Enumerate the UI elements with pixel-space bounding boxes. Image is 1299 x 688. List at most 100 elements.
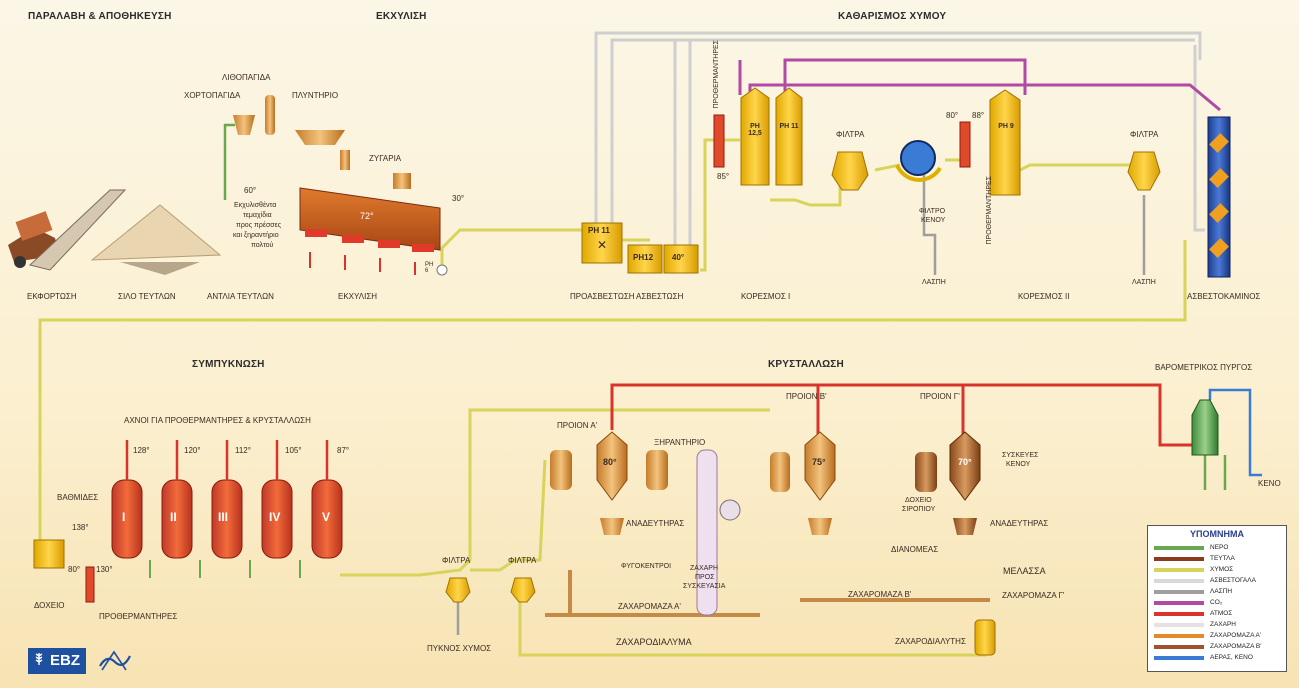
label-unloading: ΕΚΦΟΡΤΩΣΗ: [27, 292, 77, 301]
legend-item: CO₂: [1154, 598, 1222, 607]
legend-label: ΛΑΣΠΗ: [1210, 588, 1233, 595]
section-reception: ΠΑΡΑΛΑΒΗ & ΑΠΟΘΗΚΕΥΣΗ: [28, 11, 172, 22]
label-preheaters-3: ΠΡΟΘΕΡΜΑΝΤΗΡΕΣ: [99, 612, 178, 621]
sugar-dissolver: [974, 619, 996, 656]
label-pulp-note-1: Εκχυλισθέντα: [234, 202, 277, 209]
label-dryer: ΞΗΡΑΝΤΗΡΙΟ: [654, 438, 706, 447]
label-vacuum-filter-1: ΦΙΛΤΡΟ: [919, 208, 946, 215]
lime-pipes: [594, 31, 1205, 245]
label-t72: 72°: [360, 211, 374, 221]
preheater-2: [959, 121, 971, 168]
label-vacuum-filter-2: ΚΕΝΟΥ: [921, 217, 946, 224]
label-t80b: 80°: [68, 565, 81, 574]
label-mixer-2: ΑΝΑΔΕΥΤΗΡΑΣ: [990, 519, 1049, 528]
label-filters-2: ΦΙΛΤΡΑ: [1130, 130, 1159, 139]
legend-swatch: [1154, 633, 1204, 638]
co2-pipes: [738, 58, 1221, 112]
legend-swatch: [1154, 622, 1204, 627]
legend-swatch: [1154, 589, 1204, 594]
label-t30: 30°: [452, 194, 465, 203]
legend-item: ΖΑΧΑΡΗ: [1154, 620, 1236, 629]
wheat-icon: [35, 653, 43, 665]
label-ph12: PH12: [633, 253, 654, 262]
label-pulp-note-5: πολτού: [251, 242, 274, 249]
filter-4: [510, 577, 536, 603]
barometric-tower: [1191, 399, 1219, 456]
massecuite-pipes: [545, 570, 990, 617]
label-product-b: ΠΡΟΙΟΝ Β': [786, 392, 827, 401]
ebz-logo-text: EBZ: [50, 652, 80, 669]
label-barometric: ΒΑΡΟΜΕΤΡΙΚΟΣ ΠΥΡΓΟΣ: [1155, 363, 1253, 372]
weed-trap: [233, 115, 255, 135]
evaporator-bodies: [111, 479, 343, 559]
diffuser: [299, 187, 441, 251]
wave-emblem-icon: [99, 650, 131, 671]
vapor-up-arrows: [125, 440, 329, 480]
label-pulp-note-2: τεμαχίδια: [243, 212, 272, 219]
label-syrup-tank-2: ΣΙΡΟΠΙΟΥ: [902, 506, 936, 513]
scales: [393, 173, 411, 189]
legend-item: ΤΕΥΤΛΑ: [1154, 554, 1235, 563]
label-tank: ΔΟΧΕΙΟ: [34, 601, 65, 610]
label-beet-pump: ΑΝΤΛΙΑ ΤΕΥΤΛΩΝ: [207, 292, 274, 301]
legend-item: ΑΕΡΑΣ, ΚΕΝΟ: [1154, 653, 1253, 662]
pan-c: [915, 431, 981, 535]
label-t105: 105°: [285, 446, 302, 455]
extraction-heaters: [305, 229, 434, 252]
ebz-logo: EBZ: [28, 648, 86, 674]
washer: [295, 130, 350, 170]
legend-item: ΝΕΡΟ: [1154, 543, 1228, 552]
pan-b: [770, 431, 836, 535]
carbonation-tower-2: [989, 89, 1021, 196]
legend-label: ΝΕΡΟ: [1210, 544, 1229, 551]
legend-label: ΖΑΧΑΡΗ: [1210, 621, 1237, 628]
legend-label: CO₂: [1210, 599, 1223, 606]
label-ph11: PH 11: [588, 226, 610, 235]
label-centrifuges: ΦΥΓΟΚΕΝΤΡΟΙ: [621, 563, 672, 570]
legend-swatch: [1154, 655, 1204, 660]
section-crystallization: ΚΡΥΣΤΑΛΛΩΣΗ: [768, 359, 844, 370]
legend-label: ΑΤΜΟΣ: [1210, 610, 1233, 617]
section-evaporation: ΣΥΜΠΥΚΝΩΣΗ: [192, 359, 265, 370]
lime-kiln: [1207, 116, 1231, 278]
legend-label: ΖΑΧΑΡΟΜΑΖΑ Α': [1210, 632, 1262, 639]
label-dissolver: ΖΑΧΑΡΟΔΙΑΛΥΤΗΣ: [895, 637, 966, 646]
conveyor: [28, 189, 127, 271]
stage-numeral-4: IV: [269, 510, 281, 524]
section-purification: ΚΑΘΑΡΙΣΜΟΣ ΧΥΜΟΥ: [838, 11, 947, 22]
vacuum-filter: [895, 140, 942, 182]
filter-1: [831, 151, 869, 191]
label-beet-silo: ΣΙΛΟ ΤΕΥΤΛΩΝ: [118, 292, 176, 301]
legend-item: ΧΥΜΟΣ: [1154, 565, 1233, 574]
label-sugar-pack-1: ΖΑΧΑΡΗ: [690, 565, 719, 572]
label-sugar-pack-3: ΣΥΣΚΕΥΑΣΙΑ: [683, 583, 726, 590]
label-t87: 87°: [337, 446, 350, 455]
steam-up-arrows: [309, 252, 416, 275]
label-t75: 75°: [812, 457, 826, 467]
label-t70: 70°: [958, 457, 972, 467]
label-t112: 112°: [235, 446, 251, 455]
vacuum-pipes: [1208, 388, 1262, 477]
label-liming: ΑΣΒΕΣΤΩΣΗ: [636, 292, 684, 301]
stage-numeral-1: I: [122, 510, 126, 524]
label-extraction: ΕΚΧΥΛΙΣΗ: [338, 292, 378, 301]
legend-item: ΖΑΧΑΡΟΜΑΖΑ Β': [1154, 642, 1261, 651]
condensate-arrows: [149, 560, 301, 578]
label-prelim: ΠΡΟΑΣΒΕΣΤΩΣΗ: [570, 292, 635, 301]
juice-pipes: [38, 138, 1187, 657]
label-ph9: PH 9: [998, 123, 1014, 130]
preliming-tank: [581, 222, 623, 264]
label-massecuite-c: ΖΑΧΑΡΟΜΑΖΑ Γ': [1002, 591, 1065, 600]
pan-a: [550, 431, 668, 535]
label-distributor: ΔΙΑΝΟΜΕΑΣ: [891, 545, 939, 554]
label-filters-1: ΦΙΛΤΡΑ: [836, 130, 865, 139]
label-carbonation-1: ΚΟΡΕΣΜΟΣ Ι: [741, 292, 791, 301]
label-lime-kiln: ΑΣΒΕΣΤΟΚΑΜΙΝΟΣ: [1187, 292, 1261, 301]
label-massecuite-a: ΖΑΧΑΡΟΜΑΖΑ Α': [618, 602, 681, 611]
legend-swatch: [1154, 578, 1204, 583]
label-ph11b: PH 11: [779, 123, 799, 130]
label-syrup-tank-1: ΔΟΧΕΙΟ: [905, 497, 932, 504]
juice-tank: [33, 539, 65, 569]
